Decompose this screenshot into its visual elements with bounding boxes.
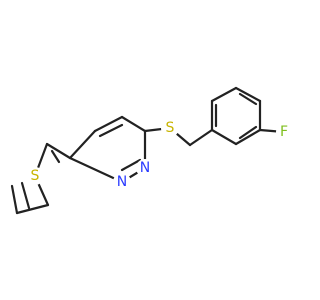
atom-fluorine: F <box>276 124 292 140</box>
atom-label-n2: N <box>140 160 150 176</box>
bonds <box>10 86 286 215</box>
atom-s-thiophene: S <box>26 167 44 185</box>
atom-s-thioether: S <box>161 119 179 137</box>
bond-18 <box>234 128 262 146</box>
double-bond-inner-2 <box>120 158 142 172</box>
atom-label-s-thiophene: S <box>31 168 40 184</box>
bond-8 <box>120 115 147 133</box>
atom-label-s-thioether: S <box>166 120 175 136</box>
atom-labels: S N N S F <box>26 119 292 191</box>
double-bond-inner-5 <box>238 92 258 106</box>
bond-15 <box>210 86 238 103</box>
atom-label-fluorine: F <box>280 124 288 140</box>
bond-19 <box>210 128 238 146</box>
bond-2 <box>10 184 19 215</box>
atom-n2: N <box>136 159 154 177</box>
structure-diagram: S N N S F <box>10 86 292 215</box>
bond-13 <box>188 128 214 147</box>
double-bond-inner-3 <box>98 123 124 138</box>
bond-16 <box>234 86 262 103</box>
atom-n1: N <box>113 173 131 191</box>
double-bond-inner-6 <box>238 125 258 140</box>
double-bond-inner-0 <box>20 181 31 210</box>
bond-4 <box>45 142 72 160</box>
bond-10 <box>68 129 97 160</box>
bond-3 <box>15 203 50 215</box>
double-bond-inner-1 <box>50 149 61 164</box>
bond-9 <box>93 115 124 133</box>
atom-label-n1: N <box>117 174 127 190</box>
bond-5 <box>68 156 124 184</box>
